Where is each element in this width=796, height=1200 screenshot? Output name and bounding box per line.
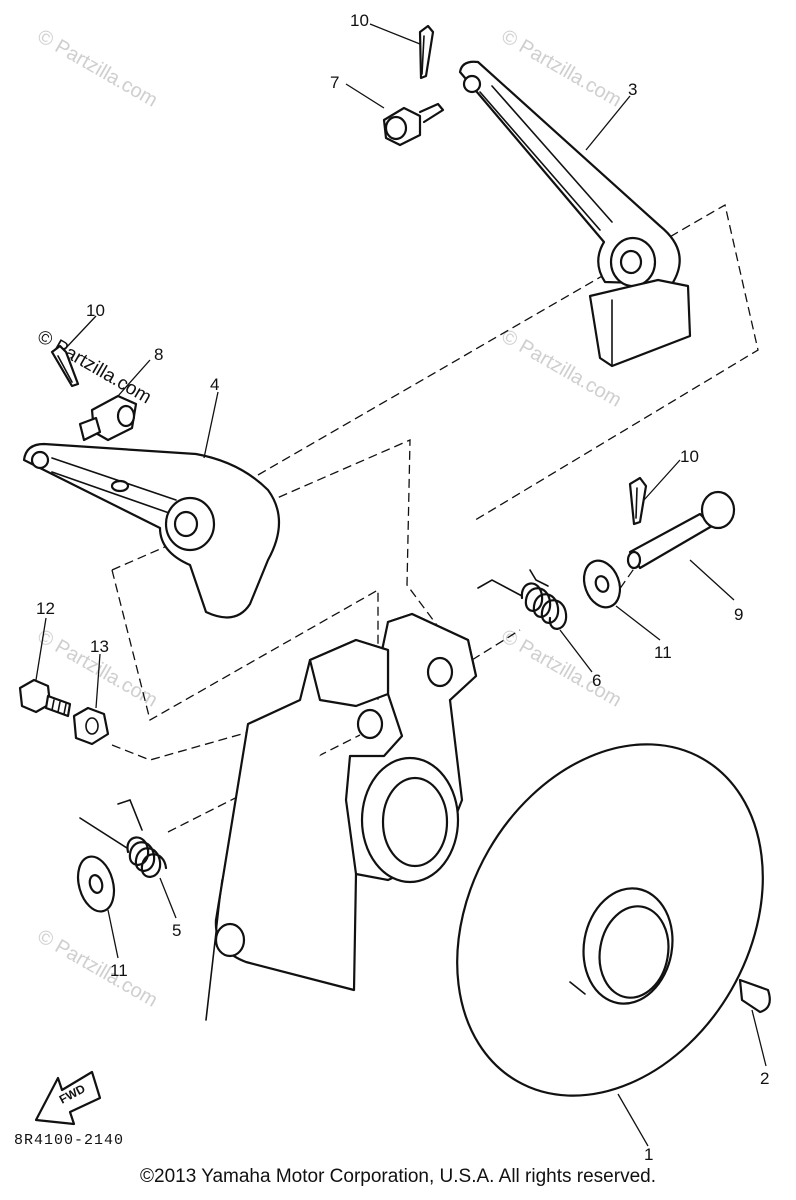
bolt-12 — [18, 678, 72, 718]
callout-11-left: 11 — [110, 961, 128, 980]
sheave-1 — [456, 743, 764, 1097]
callout-11-right: 11 — [654, 643, 672, 662]
callout-5: 5 — [172, 921, 181, 940]
callout-12: 12 — [36, 599, 55, 618]
main-bracket — [205, 612, 478, 1021]
part-code: 8R4100-2140 — [14, 1132, 125, 1149]
key-2 — [738, 978, 771, 1014]
spring-5 — [79, 799, 168, 878]
joint-8 — [78, 394, 138, 442]
cotter-pin-top — [418, 24, 435, 80]
cotter-pin-left — [50, 344, 80, 388]
callout-1: 1 — [644, 1145, 653, 1164]
watermark: © Partzilla.com — [498, 625, 626, 711]
callout-9: 9 — [734, 605, 743, 624]
callout-4: 4 — [210, 375, 219, 394]
copyright-notice: ©2013 Yamaha Motor Corporation, U.S.A. A… — [140, 1166, 656, 1187]
callout-10-right: 10 — [680, 447, 699, 466]
spring-6 — [477, 569, 568, 630]
watermark: © Partzilla.com — [34, 925, 162, 1011]
arm-3 — [458, 60, 692, 368]
cotter-pin-right — [628, 476, 648, 526]
callouts: 10 7 3 10 8 4 10 9 12 13 6 11 5 11 2 1 — [36, 11, 769, 1164]
callout-10-left: 10 — [86, 301, 105, 320]
callout-8: 8 — [154, 345, 163, 364]
watermark-overlay: © Partzilla.com — [34, 326, 155, 408]
pin-9 — [626, 490, 736, 570]
washer-right — [582, 559, 622, 609]
watermark: © Partzilla.com — [34, 25, 162, 111]
callout-13: 13 — [90, 637, 109, 656]
nut-13 — [72, 706, 110, 746]
callout-6: 6 — [592, 671, 601, 690]
washer-left — [76, 855, 116, 913]
callout-10-top: 10 — [350, 11, 369, 30]
leader-lines — [35, 23, 767, 1147]
joint-7 — [382, 102, 445, 147]
callout-2: 2 — [760, 1069, 769, 1088]
callout-3: 3 — [628, 80, 637, 99]
callout-7: 7 — [330, 73, 339, 92]
fwd-arrow-icon: FWD — [34, 1070, 102, 1126]
arm-4 — [22, 442, 280, 619]
